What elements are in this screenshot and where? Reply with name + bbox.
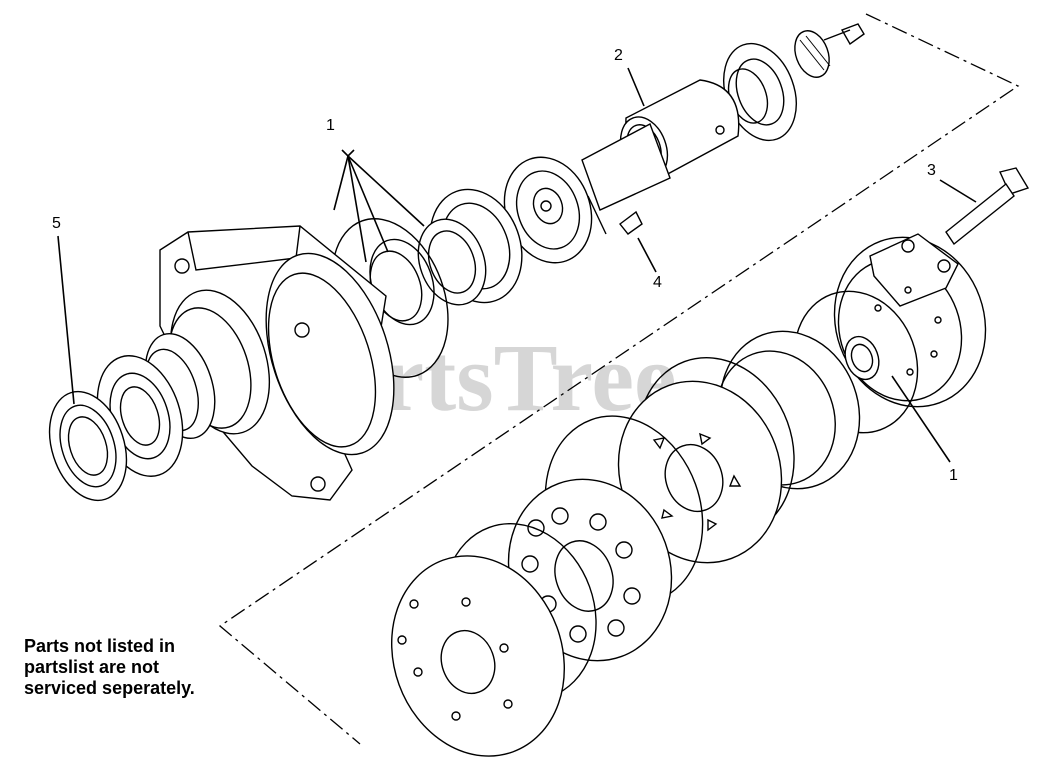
parts-note-line-3: serviced seperately. (24, 678, 195, 698)
motor-housing (48, 225, 395, 502)
callout-1-top: 1 (326, 117, 335, 134)
parts-note: Parts not listed in partslist are not se… (24, 636, 195, 699)
drive-shaft-assembly (331, 23, 865, 378)
callout-4: 4 (653, 274, 662, 291)
gerotor-assembly (391, 233, 987, 757)
callout-2: 2 (614, 47, 623, 64)
bolt (945, 167, 1030, 246)
callout-1-right: 1 (949, 467, 958, 484)
callout-3: 3 (927, 162, 936, 179)
parts-note-line-1: Parts not listed in (24, 636, 176, 656)
parts-note-line-2: partslist are not (24, 657, 160, 677)
callout-5: 5 (52, 215, 61, 232)
callout-leaders (57, 67, 977, 463)
assembly-boundary-line (218, 13, 1020, 745)
